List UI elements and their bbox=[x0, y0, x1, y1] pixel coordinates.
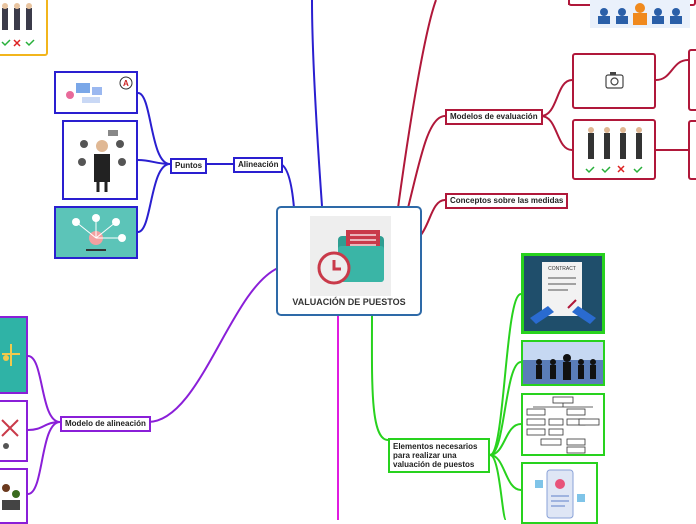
modelos-image-camera[interactable] bbox=[572, 53, 656, 109]
modelos-image-partial-1[interactable] bbox=[688, 49, 696, 111]
businessman-icon bbox=[78, 130, 126, 192]
businessmen-image[interactable] bbox=[521, 340, 605, 386]
workflow-illustration-icon: A bbox=[66, 76, 133, 103]
business-people-checks-icon bbox=[585, 127, 643, 174]
modelo-alineacion-node[interactable]: Modelo de alineación bbox=[60, 416, 151, 432]
team-photo bbox=[590, 0, 690, 28]
alineacion-image-2[interactable] bbox=[0, 400, 28, 462]
puntos-node[interactable]: Puntos bbox=[170, 158, 208, 174]
org-chart-image[interactable] bbox=[521, 393, 605, 456]
elementos-line-2: para realizar una bbox=[393, 451, 457, 460]
elementos-line-1: Elementos necesarios bbox=[393, 442, 478, 451]
mobile-profile-icon bbox=[535, 469, 585, 519]
elementos-line-3: valuación de puestos bbox=[393, 460, 475, 469]
business-team-image bbox=[0, 0, 48, 56]
contract-image[interactable]: CONTRACT bbox=[521, 253, 605, 334]
modelos-image-partial-2[interactable] bbox=[688, 120, 696, 180]
org-chart-icon bbox=[526, 396, 600, 454]
central-image bbox=[310, 216, 391, 296]
network-teal-icon bbox=[56, 208, 136, 257]
puntos-image-2[interactable] bbox=[62, 120, 138, 200]
mobile-profile-image[interactable] bbox=[521, 462, 598, 524]
alineacion-node[interactable]: Alineación bbox=[233, 157, 284, 173]
elementos-node[interactable]: Elementos necesarios para realizar una v… bbox=[388, 438, 490, 473]
tools-icon bbox=[1, 419, 19, 449]
modelos-image-businesspeople[interactable] bbox=[572, 119, 656, 180]
contract-label: CONTRACT bbox=[548, 266, 576, 272]
modelos-evaluacion-node[interactable]: Modelos de evaluación bbox=[445, 109, 543, 125]
puntos-image-1[interactable]: A bbox=[54, 71, 138, 114]
central-topic[interactable]: VALUACIÓN DE PUESTOS bbox=[276, 206, 422, 316]
business-people-icon bbox=[1, 3, 35, 47]
contract-signing-icon: CONTRACT bbox=[524, 256, 602, 331]
folder-clock-icon bbox=[317, 230, 384, 285]
alineacion-image-1[interactable] bbox=[0, 316, 28, 394]
alineacion-image-3[interactable] bbox=[0, 468, 28, 524]
camera-icon bbox=[605, 72, 624, 89]
conceptos-medidas-node[interactable]: Conceptos sobre las medidas bbox=[445, 193, 569, 209]
svg-text:A: A bbox=[123, 79, 129, 88]
businessmen-silhouette-icon bbox=[523, 342, 603, 384]
balance-scale-icon bbox=[0, 318, 26, 392]
puntos-image-3[interactable] bbox=[54, 206, 138, 259]
team-people-icon bbox=[598, 3, 682, 25]
group-people-icon bbox=[2, 484, 20, 510]
central-title: VALUACIÓN DE PUESTOS bbox=[292, 297, 406, 307]
